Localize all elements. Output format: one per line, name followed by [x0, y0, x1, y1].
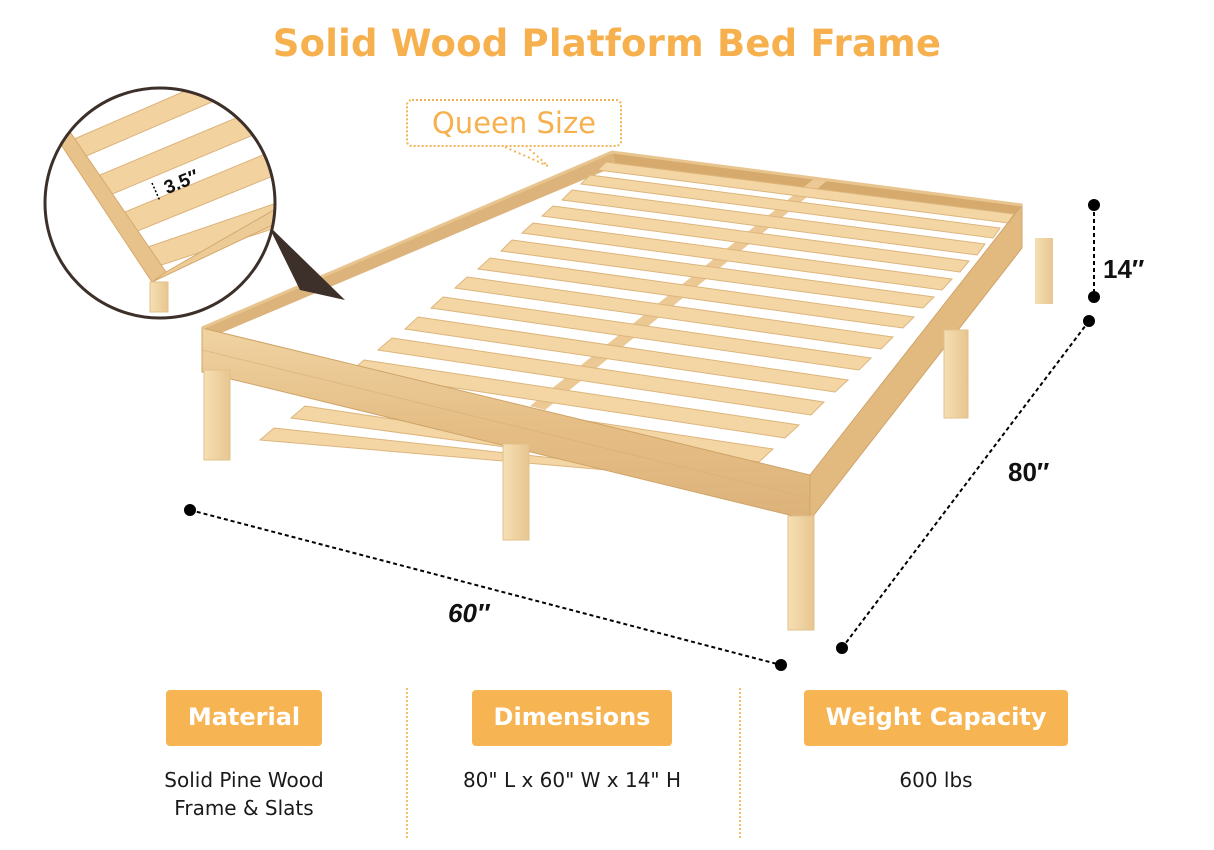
bed-legs-front	[203, 329, 969, 631]
size-callout-label: Queen Size	[431, 106, 597, 140]
spec-value-line: Frame & Slats	[174, 796, 314, 820]
page-title: Solid Wood Platform Bed Frame	[272, 22, 942, 65]
spec-label-weight-capacity: Weight Capacity	[803, 690, 1069, 746]
spec-material: Material Solid Pine Wood Frame & Slats	[94, 690, 394, 822]
spec-weight-capacity: Weight Capacity 600 lbs	[786, 690, 1086, 794]
spec-divider	[406, 688, 408, 838]
slat-detail-inset	[43, 86, 277, 320]
spec-label-material: Material	[165, 690, 323, 746]
spec-divider	[739, 688, 741, 838]
spec-value-line: 600 lbs	[899, 768, 973, 792]
spec-label-dimensions: Dimensions	[471, 690, 673, 746]
spec-value-dimensions: 80" L x 60" W x 14" H	[422, 766, 722, 794]
height-dimension-label: 14″	[1103, 254, 1145, 284]
spec-value-line: 80" L x 60" W x 14" H	[462, 768, 682, 792]
spec-value-line: Solid Pine Wood	[164, 768, 324, 792]
spec-value-weight-capacity: 600 lbs	[786, 766, 1086, 794]
length-dimension-label: 80″	[1008, 457, 1050, 487]
spec-dimensions: Dimensions 80" L x 60" W x 14" H	[422, 690, 722, 794]
callout-tail	[504, 146, 549, 167]
height-dimension-marker	[1088, 199, 1100, 303]
bed-rail-side	[809, 203, 1023, 522]
width-dimension-marker	[184, 504, 787, 671]
width-dimension-label: 60″	[448, 598, 490, 628]
slat-gap-arrow-icon	[151, 182, 161, 202]
spec-value-material: Solid Pine Wood Frame & Slats	[94, 766, 394, 822]
inset-pointer	[268, 225, 345, 300]
length-dimension-marker	[836, 315, 1095, 654]
size-callout-bubble: Queen Size	[406, 99, 622, 147]
